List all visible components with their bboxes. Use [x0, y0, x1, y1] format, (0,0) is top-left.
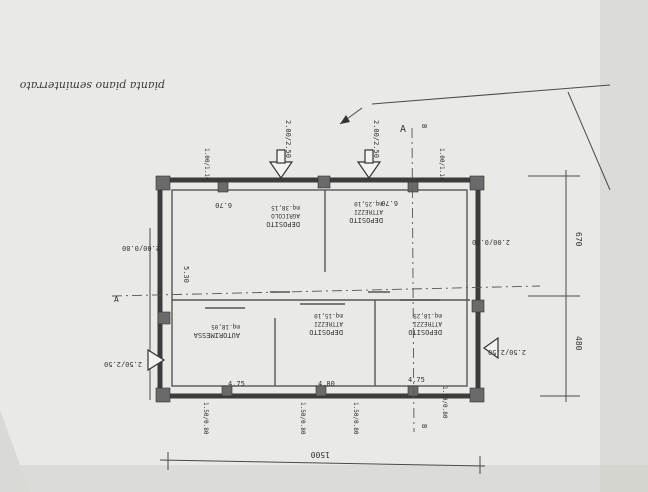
- section-mark-top: A: [400, 124, 406, 135]
- room-autorimessa: AUTORIMESSA mq.18,05: [193, 323, 240, 339]
- svg-text:ATTREZZI: ATTREZZI: [413, 320, 442, 327]
- dim-small-top: 1.00/1.10: [203, 148, 210, 181]
- construction-line-b: [567, 91, 611, 191]
- paper-shadow-right: [600, 0, 648, 492]
- svg-text:DEPOSITO: DEPOSITO: [309, 328, 343, 336]
- dim-bottom-window-1: 1.50/0.80: [202, 402, 209, 435]
- svg-text:AGRICOLO: AGRICOLO: [271, 212, 300, 219]
- room-deposito-agricolo: DEPOSITO AGRICOLO mq.38,15: [266, 204, 300, 228]
- dim-side-lower: 480: [574, 336, 583, 351]
- pillar: [407, 385, 419, 397]
- dim-side-total: 670: [574, 232, 583, 247]
- dim-left-window: 2.00/0.80: [122, 244, 160, 252]
- pillar: [217, 181, 229, 193]
- entrance-arrow-stem: [276, 149, 286, 164]
- paper-fold-corner: [0, 410, 30, 492]
- svg-text:DEPOSITO: DEPOSITO: [349, 216, 383, 224]
- svg-text:mq.15,10: mq.15,10: [314, 312, 343, 319]
- construction-line-a: [371, 84, 611, 105]
- pillar: [317, 175, 331, 189]
- svg-text:mq.18,05: mq.18,05: [211, 323, 240, 330]
- svg-text:mq.18,25: mq.18,25: [413, 312, 442, 319]
- svg-text:ATTREZZI: ATTREZZI: [354, 208, 383, 215]
- entrance-arrow-stem: [364, 149, 374, 164]
- pillar: [407, 181, 419, 193]
- dim-small-top-right: 1.00/1.10: [438, 148, 445, 181]
- svg-text:mq.38,15: mq.38,15: [271, 204, 300, 211]
- dim-bottom-a: 4.75: [228, 380, 245, 388]
- section-mark-left: A: [114, 295, 119, 304]
- pillar: [157, 311, 171, 325]
- svg-text:mq.25,10: mq.25,10: [354, 200, 383, 207]
- dim-left-door: 2.50/2.50: [104, 360, 142, 368]
- svg-text:DEPOSITO: DEPOSITO: [266, 220, 300, 228]
- dim-bottom-b: 4.80: [318, 380, 335, 388]
- paper-shadow-bottom: [0, 465, 648, 492]
- plan-title: pianta piano seminterrato: [19, 79, 165, 92]
- pillar: [315, 385, 327, 397]
- dim-overall-width: 1500: [311, 450, 330, 459]
- pillar: [471, 299, 485, 313]
- dim-inner-top-b: 6.70: [381, 199, 398, 207]
- room-deposito-attrezzi-right: DEPOSITO ATTREZZI mq.18,25: [408, 312, 442, 336]
- svg-text:ATTREZZI: ATTREZZI: [314, 320, 343, 327]
- dim-inner-top-a: 6.70: [215, 201, 232, 209]
- dim-inner-left: 5.30: [182, 266, 190, 283]
- dim-bottom-window-3: 1.50/0.80: [352, 402, 359, 435]
- dim-bottom-c: 4.75: [408, 376, 425, 384]
- pillar: [469, 175, 485, 191]
- dim-right-window: 2.00/0.80: [472, 238, 510, 246]
- section-mark-bottom: B: [420, 424, 428, 428]
- svg-text:DEPOSITO: DEPOSITO: [408, 328, 442, 336]
- room-deposito-attrezzi-top: DEPOSITO ATTREZZI mq.25,10: [349, 200, 383, 224]
- pillar: [155, 175, 171, 191]
- dim-top-opening-left: 2.00/2.50: [284, 120, 292, 158]
- section-arrowhead: [340, 115, 350, 124]
- section-mark-top-b: B: [420, 124, 428, 128]
- dim-right-door: 2.50/2.50: [488, 348, 526, 356]
- dim-bottom-window-2: 1.50/0.80: [299, 402, 306, 435]
- dim-bottom-window-4: 1.50/0.80: [441, 386, 448, 419]
- dimension-line-bottom: [159, 459, 486, 467]
- dim-top-opening-right: 2.00/2.50: [372, 120, 380, 158]
- pillar: [469, 387, 485, 403]
- section-line-horizontal: [111, 285, 541, 297]
- svg-text:AUTORIMESSA: AUTORIMESSA: [193, 331, 240, 339]
- room-deposito-attrezzi-center: DEPOSITO ATTREZZI mq.15,10: [309, 312, 343, 336]
- pillar: [155, 387, 171, 403]
- entrance-arrow-right: [482, 336, 499, 360]
- entrance-arrow-left: [147, 348, 166, 372]
- pillar: [221, 385, 233, 397]
